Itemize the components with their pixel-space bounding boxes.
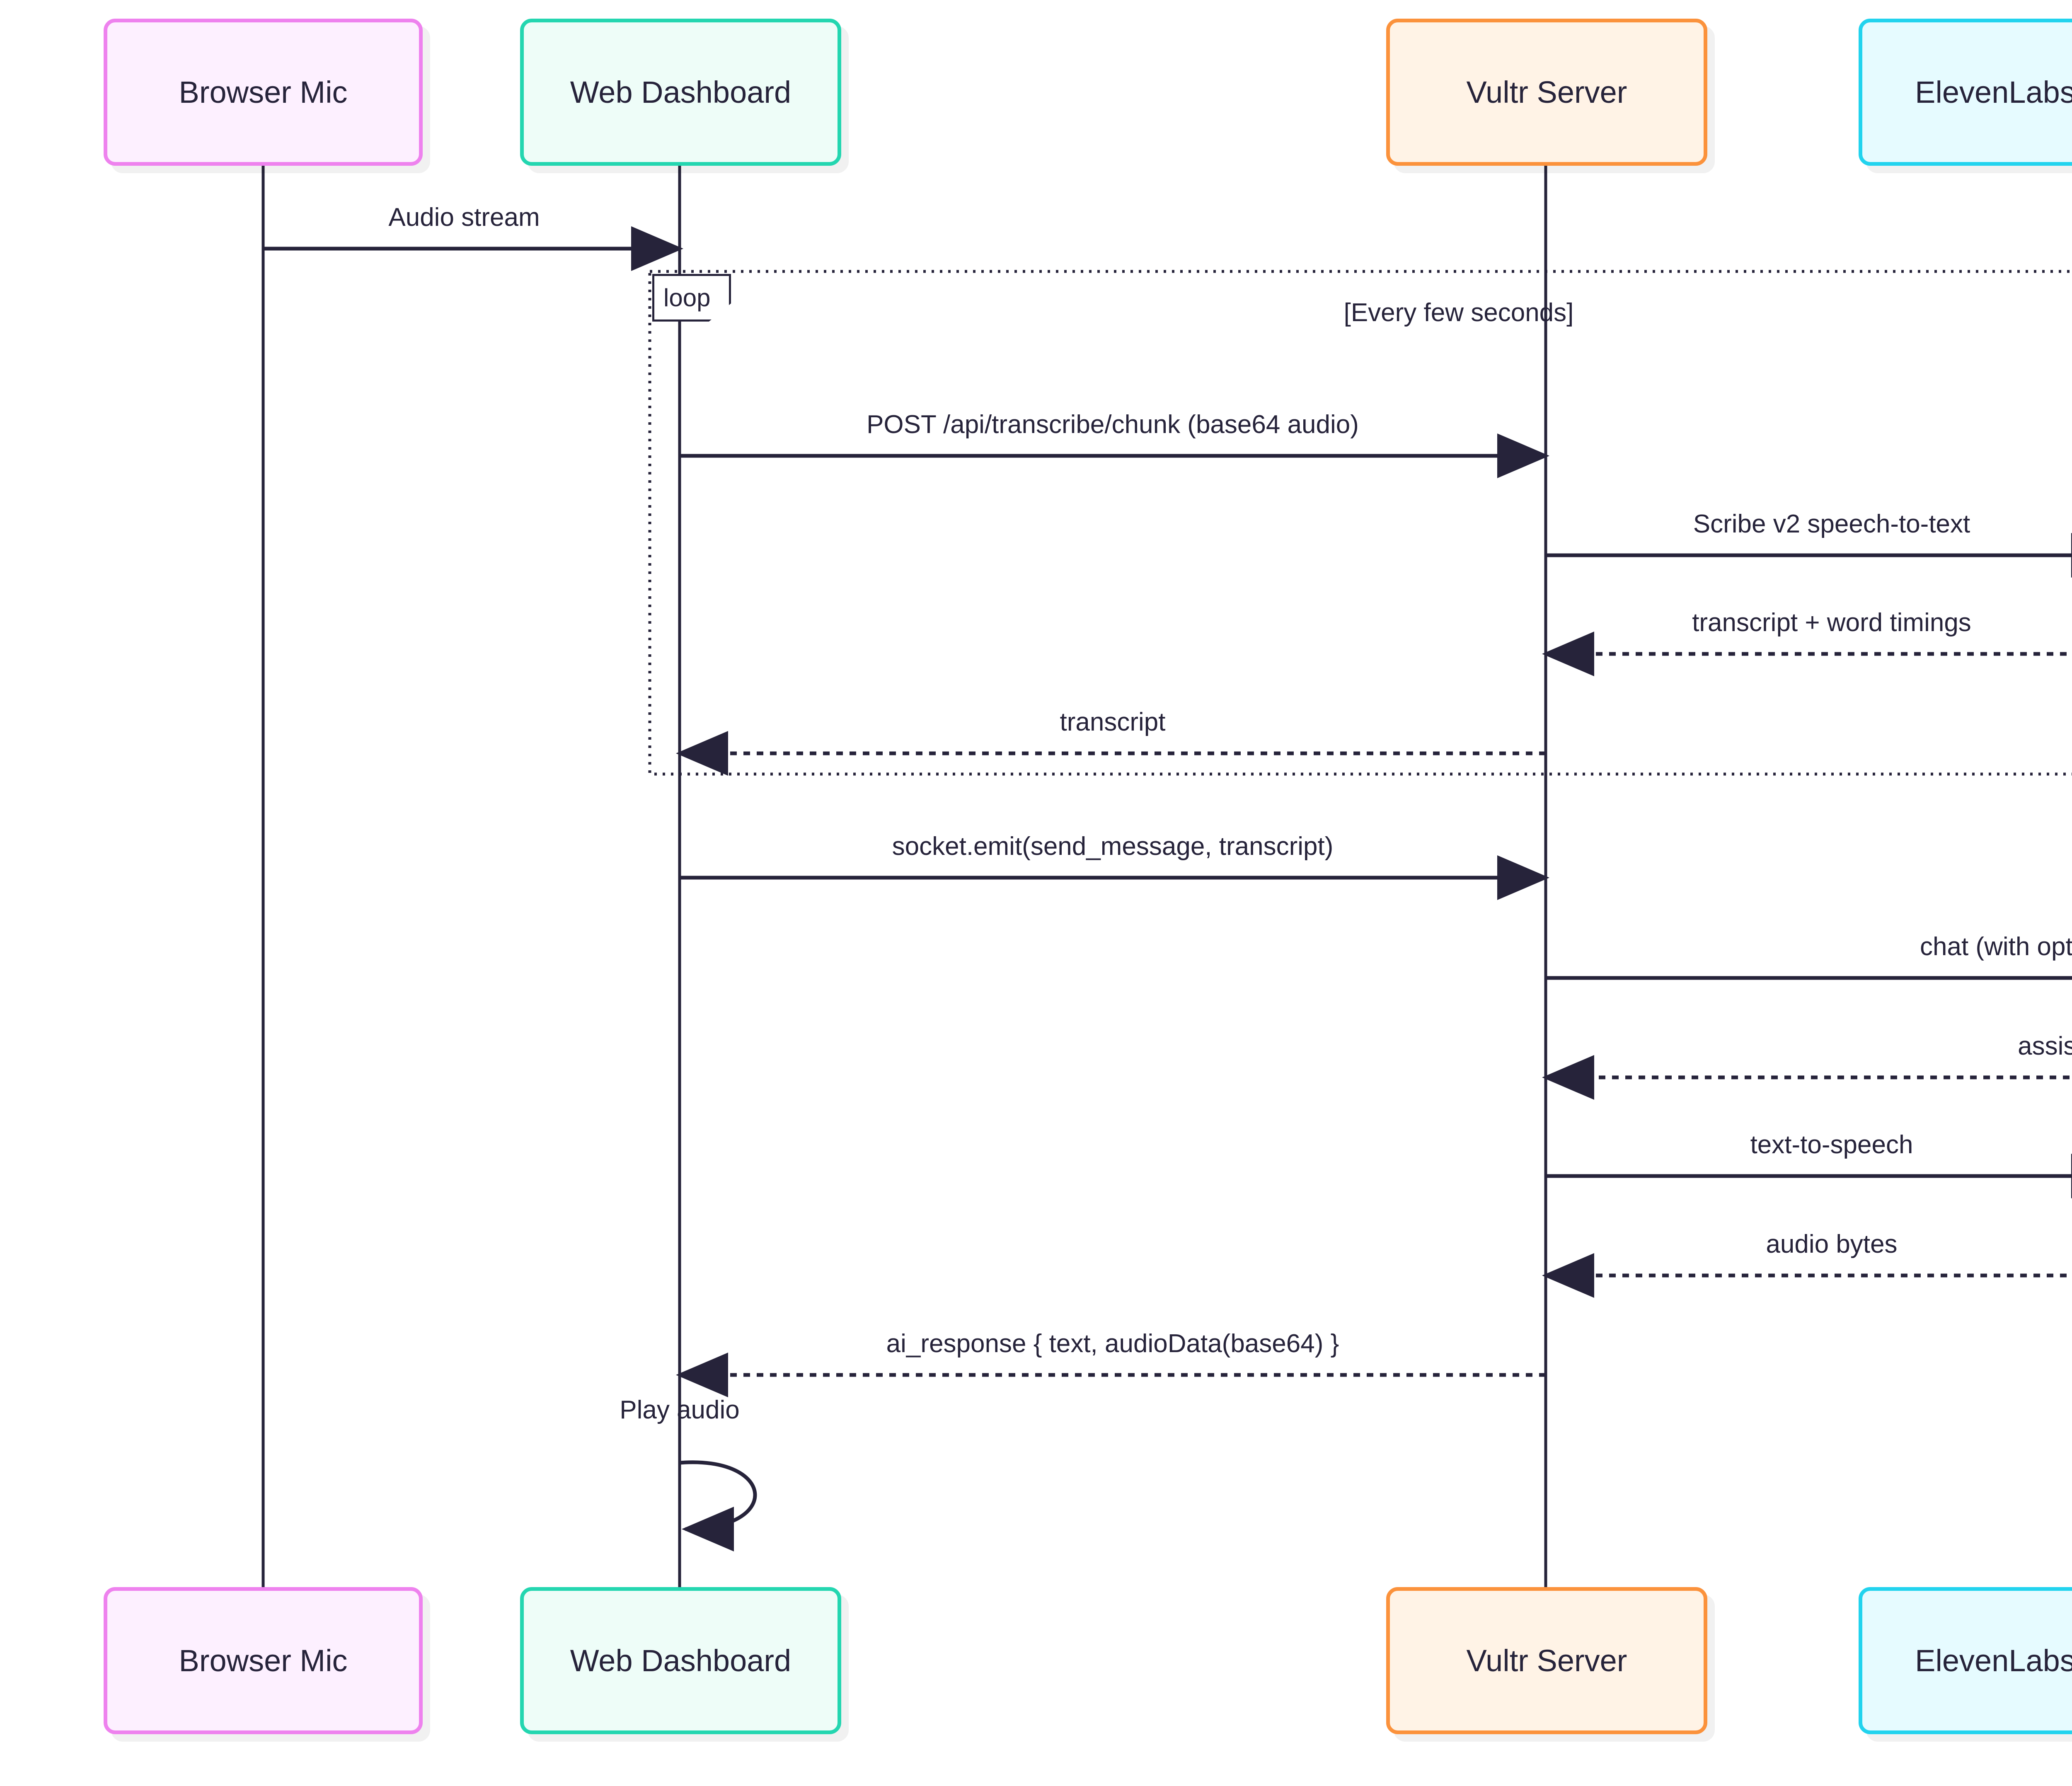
message-label-m5: transcript: [1060, 708, 1166, 736]
participant-label: Web Dashboard: [570, 1643, 792, 1678]
message-label-m11: ai_response { text, audioData(base64) }: [886, 1329, 1339, 1358]
participant-header-elevenlabs: ElevenLabs (Scribe v2 + TTS): [1859, 19, 2072, 166]
participant-label: ElevenLabs (Scribe v2 + TTS): [1915, 75, 2072, 109]
message-label-m8: assistant text: [2018, 1032, 2072, 1060]
participant-footer-dashboard: Web Dashboard: [520, 1587, 841, 1734]
message-label-m4: transcript + word timings: [1692, 608, 1971, 637]
participant-header-vultr: Vultr Server: [1386, 19, 1707, 166]
participant-label: Vultr Server: [1466, 75, 1627, 109]
participant-label: Browser Mic: [179, 1643, 348, 1678]
self-message-label-m12: Play audio: [620, 1396, 740, 1424]
message-label-m10: audio bytes: [1766, 1230, 1898, 1258]
message-label-m2: POST /api/transcribe/chunk (base64 audio…: [867, 410, 1359, 439]
loop-fragment-outline: [648, 270, 2072, 776]
loop-fragment-tab: loop: [652, 274, 731, 322]
loop-fragment-tab-label: loop: [663, 284, 711, 312]
participant-label: Web Dashboard: [570, 75, 792, 109]
message-label-m9: text-to-speech: [1750, 1130, 1913, 1159]
participant-footer-elevenlabs: ElevenLabs (Scribe v2 + TTS): [1859, 1587, 2072, 1734]
loop-fragment-border: [648, 270, 2072, 776]
self-message-arrow-m12: [679, 1460, 757, 1551]
participant-footer-mic: Browser Mic: [104, 1587, 423, 1734]
message-label-m3: Scribe v2 speech-to-text: [1693, 510, 1970, 538]
participant-header-dashboard: Web Dashboard: [520, 19, 841, 166]
loop-fragment-condition: [Every few seconds]: [1343, 298, 1574, 327]
participant-header-mic: Browser Mic: [104, 19, 423, 166]
message-label-m7: chat (with optional tool-calling): [1920, 932, 2072, 961]
message-label-m1: Audio stream: [388, 203, 540, 232]
participant-label: ElevenLabs (Scribe v2 + TTS): [1915, 1643, 2072, 1678]
participant-footer-vultr: Vultr Server: [1386, 1587, 1707, 1734]
participant-label: Browser Mic: [179, 75, 348, 109]
message-arrows-group: [263, 226, 2072, 1551]
participant-label: Vultr Server: [1466, 1643, 1627, 1678]
message-label-m6: socket.emit(send_message, transcript): [892, 832, 1334, 861]
